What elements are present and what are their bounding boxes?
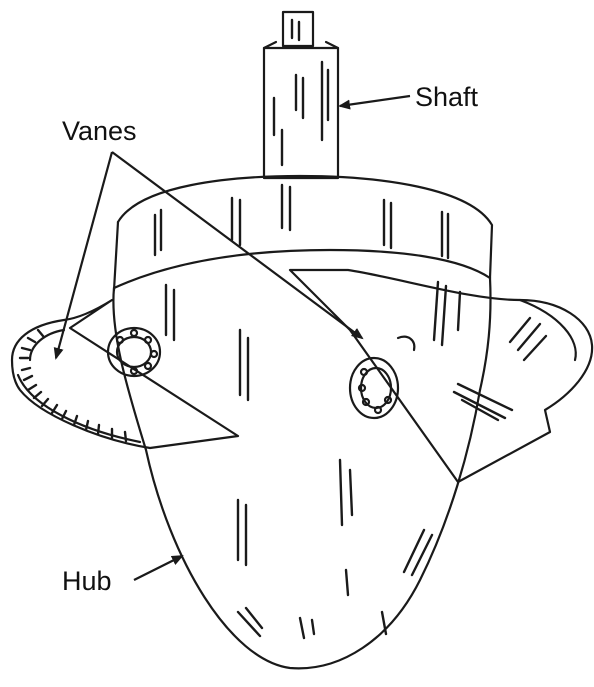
shaft-label: Shaft [415, 84, 478, 111]
right-vane [290, 270, 592, 482]
hub-body [113, 278, 490, 668]
hub-label: Hub [62, 568, 112, 595]
vanes-label: Vanes [62, 118, 137, 145]
shaft [264, 42, 338, 178]
shaft-cap [283, 12, 313, 46]
hub-pointer [134, 556, 182, 580]
hub-collar [114, 176, 492, 290]
shaft-pointer [340, 96, 410, 106]
